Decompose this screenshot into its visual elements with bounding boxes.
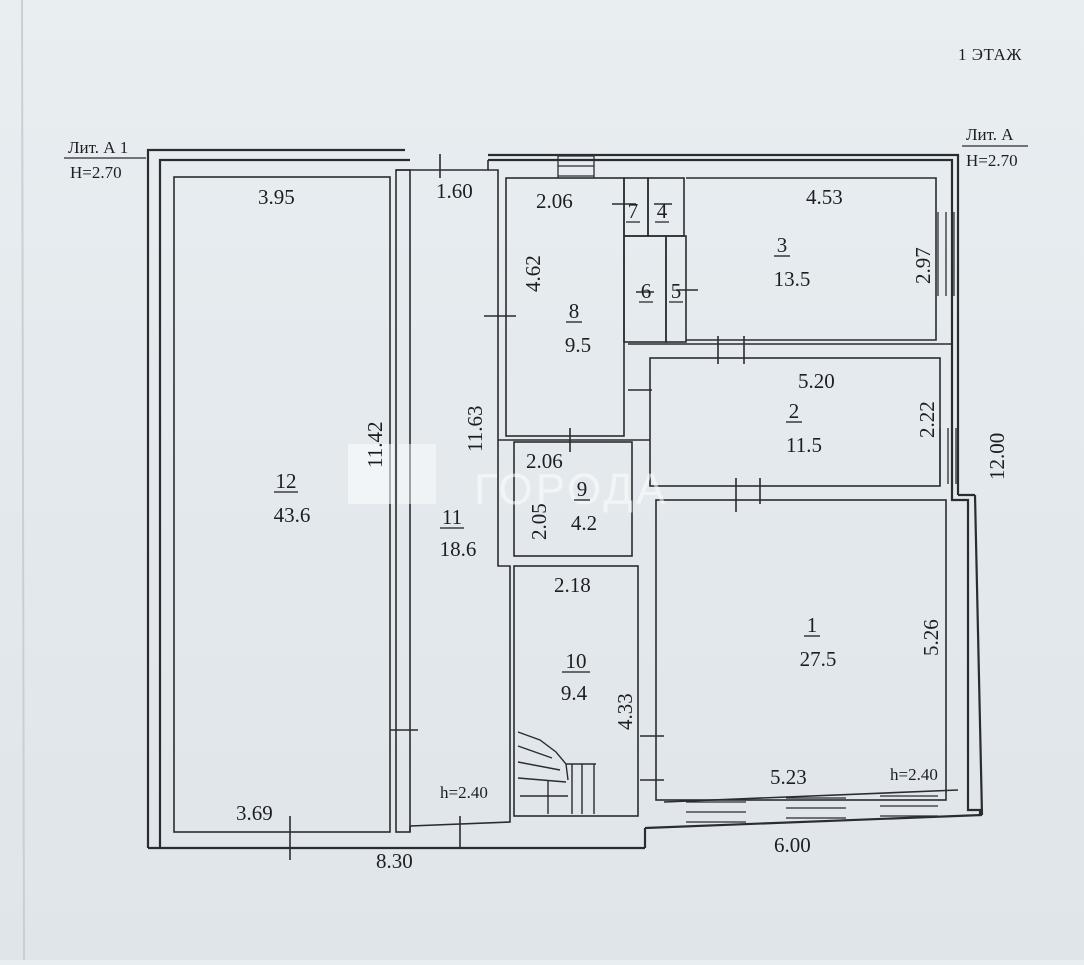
room-12-outline — [173, 176, 391, 833]
room-7-number: 7 — [628, 199, 639, 223]
dim-r1-side: 5.26 — [919, 619, 943, 656]
room-8-outline — [505, 177, 625, 437]
room-1-area: 27.5 — [800, 647, 837, 671]
dim-r3-top: 4.53 — [806, 185, 843, 209]
room-1-outline — [655, 499, 947, 801]
room-2-number: 2 — [789, 399, 800, 423]
room-11-right-wall — [409, 169, 511, 827]
room-5-number: 5 — [671, 279, 682, 303]
lit-right-label: Лит. А — [966, 125, 1014, 144]
watermark: ГОРОДА — [348, 444, 668, 514]
floor-label: 1 ЭТАЖ — [958, 45, 1022, 64]
dim-overall-right: 12.00 — [985, 433, 1009, 480]
room-9-number: 9 — [577, 477, 588, 501]
height-right-label: Н=2.70 — [966, 151, 1018, 170]
dim-r12-bottom: 3.69 — [236, 801, 273, 825]
dim-r9-top: 2.06 — [526, 449, 563, 473]
room-10-number: 10 — [566, 649, 587, 673]
dim-r12-side: 11.42 — [363, 422, 387, 468]
room-1-number: 1 — [807, 613, 818, 637]
room-10-outline — [513, 565, 639, 817]
lit-left-label: Лит. А 1 — [68, 138, 128, 157]
room-11-area: 18.6 — [440, 537, 477, 561]
height-left-label: Н=2.70 — [70, 163, 122, 182]
room-6-number: 6 — [641, 279, 652, 303]
room-4-number: 4 — [657, 199, 668, 223]
room-labels: 12 43.6 11 18.6 8 9.5 9 4.2 10 9.4 3 13.… — [274, 199, 837, 705]
dim-r1-bottom: 5.23 — [770, 765, 807, 789]
room-10-area: 9.4 — [561, 681, 588, 705]
dim-r8-top: 2.06 — [536, 189, 573, 213]
dim-r2-top: 5.20 — [798, 369, 835, 393]
dim-r12-top: 3.95 — [258, 185, 295, 209]
ceiling-left-corridor: h=2.40 — [440, 783, 488, 802]
room-9-outline — [513, 441, 633, 557]
dim-r9-side: 2.05 — [527, 503, 551, 540]
room-5-outline — [665, 235, 687, 343]
dim-r2-side: 2.22 — [915, 401, 939, 438]
room-8-number: 8 — [569, 299, 580, 323]
dim-overall-left-width: 8.30 — [376, 849, 413, 873]
ceiling-right-room: h=2.40 — [890, 765, 938, 784]
sheet-border — [21, 0, 25, 961]
dim-r11-top: 1.60 — [436, 179, 473, 203]
staircase — [517, 731, 596, 814]
room-3-outline — [686, 177, 937, 341]
dim-r11-side: 11.63 — [463, 406, 487, 452]
room-2-outline — [649, 357, 941, 487]
room-12-area: 43.6 — [274, 503, 311, 527]
room-8-area: 9.5 — [565, 333, 591, 357]
room-3-area: 13.5 — [774, 267, 811, 291]
dim-overall-right-width: 6.00 — [774, 833, 811, 857]
dim-r10-top: 2.18 — [554, 573, 591, 597]
room-12-number: 12 — [276, 469, 297, 493]
dim-r3-side: 2.97 — [911, 247, 935, 284]
outer-walls — [146, 148, 984, 850]
dim-r8-side: 4.62 — [521, 255, 545, 292]
room-11-number: 11 — [442, 505, 462, 529]
dimensions: 3.95 11.42 3.69 1.60 11.63 2.06 4.62 4.5… — [236, 179, 1009, 873]
room-2-area: 11.5 — [786, 433, 822, 457]
door-marks — [289, 154, 761, 860]
windows — [557, 155, 957, 823]
room-9-area: 4.2 — [571, 511, 597, 535]
dim-r10-side: 4.33 — [613, 693, 637, 730]
room-11-top — [396, 160, 489, 171]
watermark-text: ГОРОДА — [474, 465, 668, 514]
room-3-number: 3 — [777, 233, 788, 257]
